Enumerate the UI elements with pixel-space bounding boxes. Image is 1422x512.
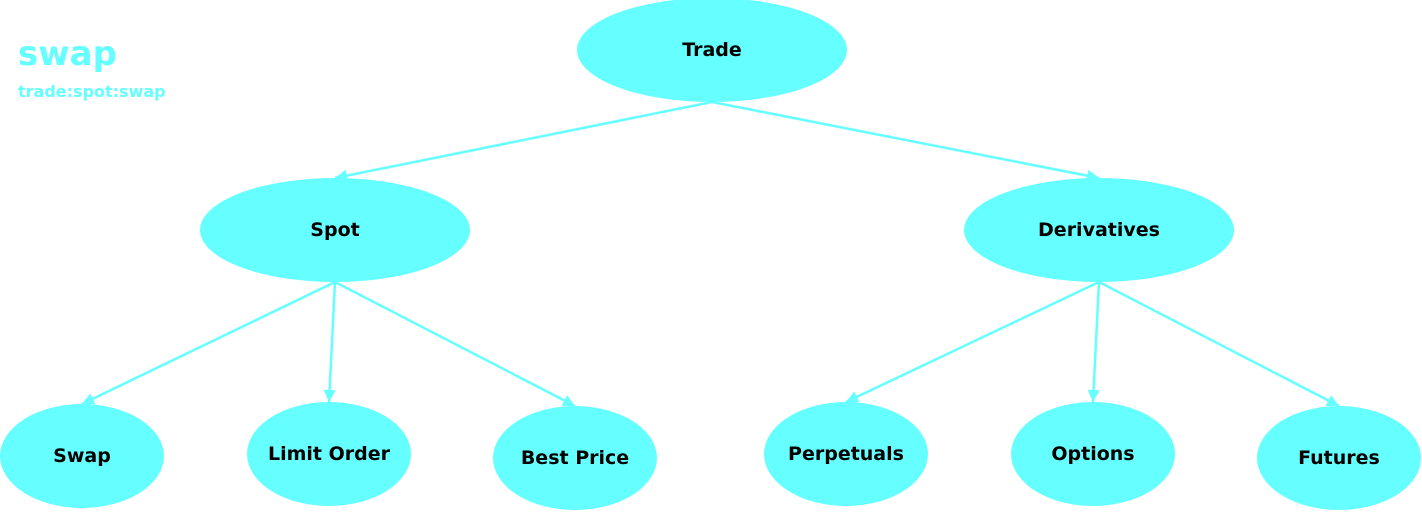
node-label: Best Price [521, 447, 629, 469]
arrow-head-spot-swap [82, 393, 96, 405]
node-perpetuals[interactable]: Perpetuals [764, 402, 928, 506]
node-limit-order[interactable]: Limit Order [247, 402, 411, 506]
arrow-head-spot-best-price [561, 395, 575, 406]
node-shape [577, 0, 847, 102]
edges [81, 100, 1340, 408]
edge-trade-derivatives [711, 100, 1100, 180]
node-label: Swap [53, 445, 111, 467]
node-futures[interactable]: Futures [1257, 406, 1421, 510]
node-trade[interactable]: Trade [577, 0, 847, 102]
edge-trade-spot [334, 100, 713, 180]
header: swap trade:spot:swap [18, 34, 166, 102]
edge-derivatives-options [1091, 281, 1101, 403]
edge-derivatives-perpetuals [845, 280, 1100, 404]
node-shape [493, 406, 657, 510]
node-label: Futures [1298, 447, 1380, 469]
page-title: swap [18, 34, 117, 74]
arrow-head-derivatives-options [1087, 389, 1100, 402]
node-label: Options [1051, 443, 1134, 465]
node-label: Spot [310, 219, 359, 241]
edge-spot-swap [81, 280, 336, 406]
node-label: Derivatives [1038, 219, 1160, 241]
node-shape [964, 178, 1234, 282]
node-options[interactable]: Options [1011, 402, 1175, 506]
node-label: Trade [682, 39, 742, 61]
node-swap[interactable]: Swap [0, 404, 164, 508]
node-best-price[interactable]: Best Price [493, 406, 657, 510]
node-derivatives[interactable]: Derivatives [964, 178, 1234, 282]
breadcrumb: trade:spot:swap [18, 82, 166, 101]
node-shape [1257, 406, 1421, 510]
node-shape [0, 404, 164, 508]
edge-spot-limit-order [327, 281, 337, 403]
arrow-head-spot-limit-order [323, 389, 336, 402]
node-spot[interactable]: Spot [200, 178, 470, 282]
node-shape [200, 178, 470, 282]
node-shape [1011, 402, 1175, 506]
edge-spot-best-price [334, 280, 576, 408]
edge-derivatives-futures [1098, 280, 1340, 408]
arrow-head-derivatives-futures [1325, 395, 1339, 406]
node-shape [247, 402, 411, 506]
node-shape [764, 402, 928, 506]
arrow-head-derivatives-perpetuals [846, 391, 860, 403]
node-label: Perpetuals [788, 443, 904, 465]
node-label: Limit Order [268, 443, 391, 465]
